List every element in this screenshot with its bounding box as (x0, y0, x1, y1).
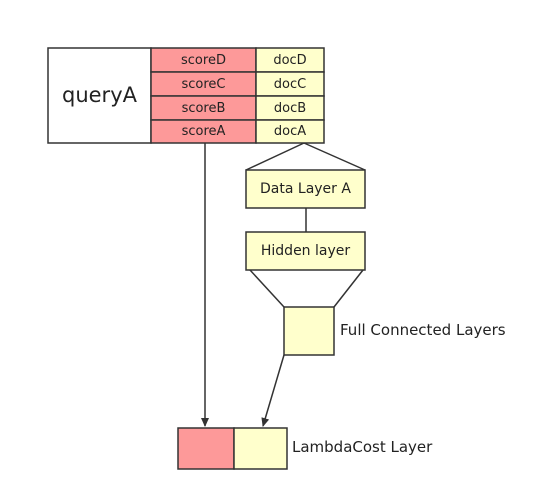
query-box (47, 47, 152, 144)
lambda-score-box (177, 427, 235, 470)
lambda-doc-box (233, 427, 288, 470)
lambda-cost-label: LambdaCost Layer (292, 438, 433, 456)
score-label-a: scoreA (181, 124, 226, 139)
doc-cell (255, 95, 325, 121)
full-connected-box (283, 306, 335, 356)
doc-label-a: docA (273, 124, 307, 139)
funnel-line-left (245, 142, 305, 171)
arrow-fc-to-cost (261, 354, 285, 427)
full-connected-label: Full Connected Layers (340, 321, 506, 339)
doc-label-b: docB (273, 100, 307, 116)
hidden-layer-label: Hidden layer (260, 243, 351, 259)
hidden-layer-box (245, 231, 366, 271)
score-label-c: scoreC (181, 76, 226, 92)
funnel-line-right (303, 142, 366, 171)
funnel-fc-left (249, 269, 285, 308)
doc-label-c: docC (273, 76, 307, 92)
doc-label-d: docD (273, 52, 307, 68)
score-label-b: scoreB (181, 100, 226, 116)
data-layer-label: Data Layer A (260, 181, 351, 197)
doc-cell (255, 119, 325, 144)
data-layer-box (245, 169, 366, 209)
score-label-d: scoreD (181, 52, 226, 68)
funnel-fc-right (333, 269, 364, 308)
query-label: queryA (62, 83, 137, 107)
